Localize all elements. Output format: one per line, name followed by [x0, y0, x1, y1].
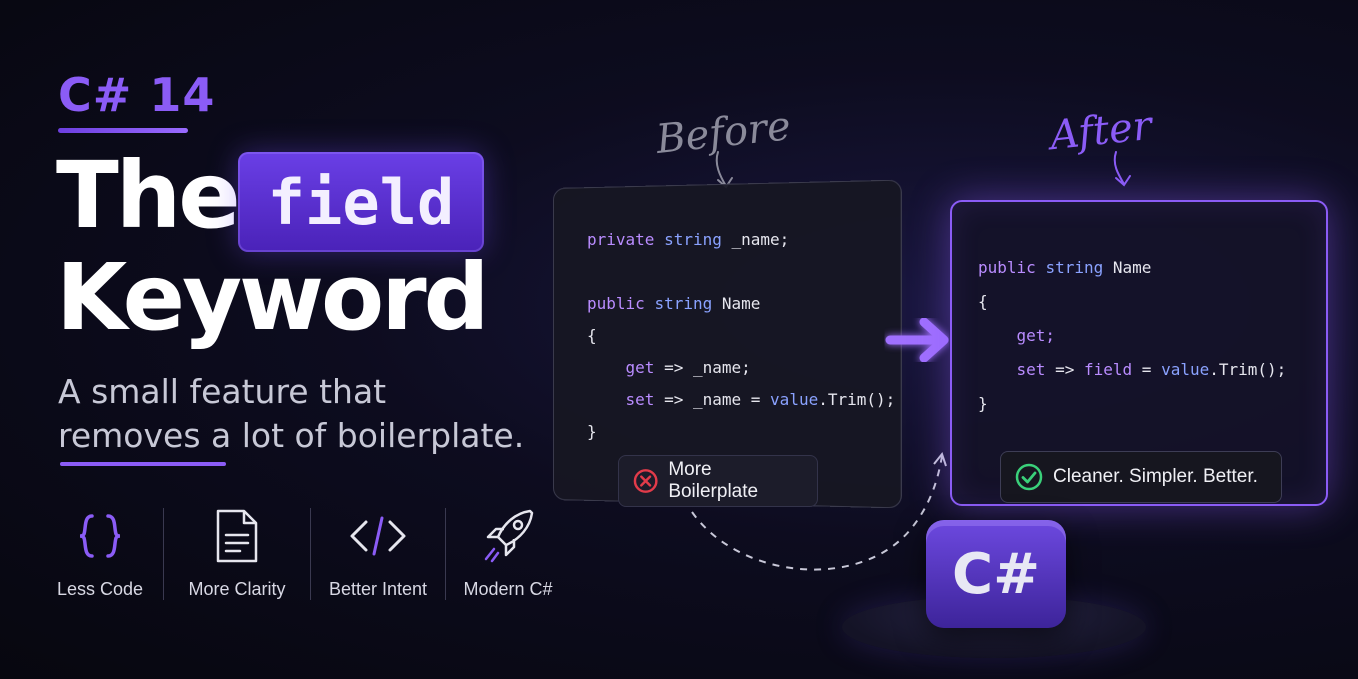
- divider: [445, 508, 446, 600]
- dashed-connector: [691, 451, 947, 571]
- check-circle-icon: [1015, 463, 1043, 491]
- feature-more-clarity: More Clarity: [177, 505, 297, 600]
- feature-label: More Clarity: [188, 579, 286, 599]
- divider: [310, 508, 311, 600]
- divider: [163, 508, 164, 600]
- right-arrow-icon: [885, 317, 949, 363]
- after-code: public string Name { get; set => field =…: [978, 258, 1287, 413]
- feature-better-intent: Better Intent: [318, 505, 438, 600]
- after-arrow-icon: [1113, 151, 1131, 187]
- feature-label: Less Code: [56, 579, 144, 599]
- curly-braces-icon: [40, 505, 160, 567]
- feature-label: Modern C#: [463, 579, 553, 599]
- more-boilerplate-badge: More Boilerplate: [618, 455, 818, 507]
- code-tag-icon: [318, 505, 438, 567]
- badge-text: Cleaner. Simpler. Better.: [1053, 466, 1258, 487]
- rocket-icon: [448, 505, 568, 567]
- feature-modern-csharp: Modern C#: [448, 505, 568, 600]
- feature-less-code: Less Code: [40, 505, 160, 600]
- keyword-pill: field: [238, 152, 484, 252]
- badge-text: More Boilerplate: [668, 459, 759, 502]
- title-the: The: [56, 142, 241, 249]
- before-code: private string _name; public string Name…: [587, 230, 896, 441]
- document-icon: [177, 505, 297, 567]
- feature-label: Better Intent: [328, 579, 428, 599]
- x-circle-icon: [633, 469, 658, 493]
- version-underline: [58, 128, 188, 133]
- subtitle-underline: [60, 462, 226, 466]
- title-keyword: Keyword: [56, 244, 489, 351]
- after-label: After: [1047, 102, 1154, 160]
- version-label: C# 14: [58, 68, 216, 122]
- cleaner-badge: Cleaner. Simpler. Better.: [1000, 451, 1282, 503]
- subtitle: A small feature that removes a lot of bo…: [58, 372, 525, 455]
- csharp-logo: C#: [926, 520, 1066, 628]
